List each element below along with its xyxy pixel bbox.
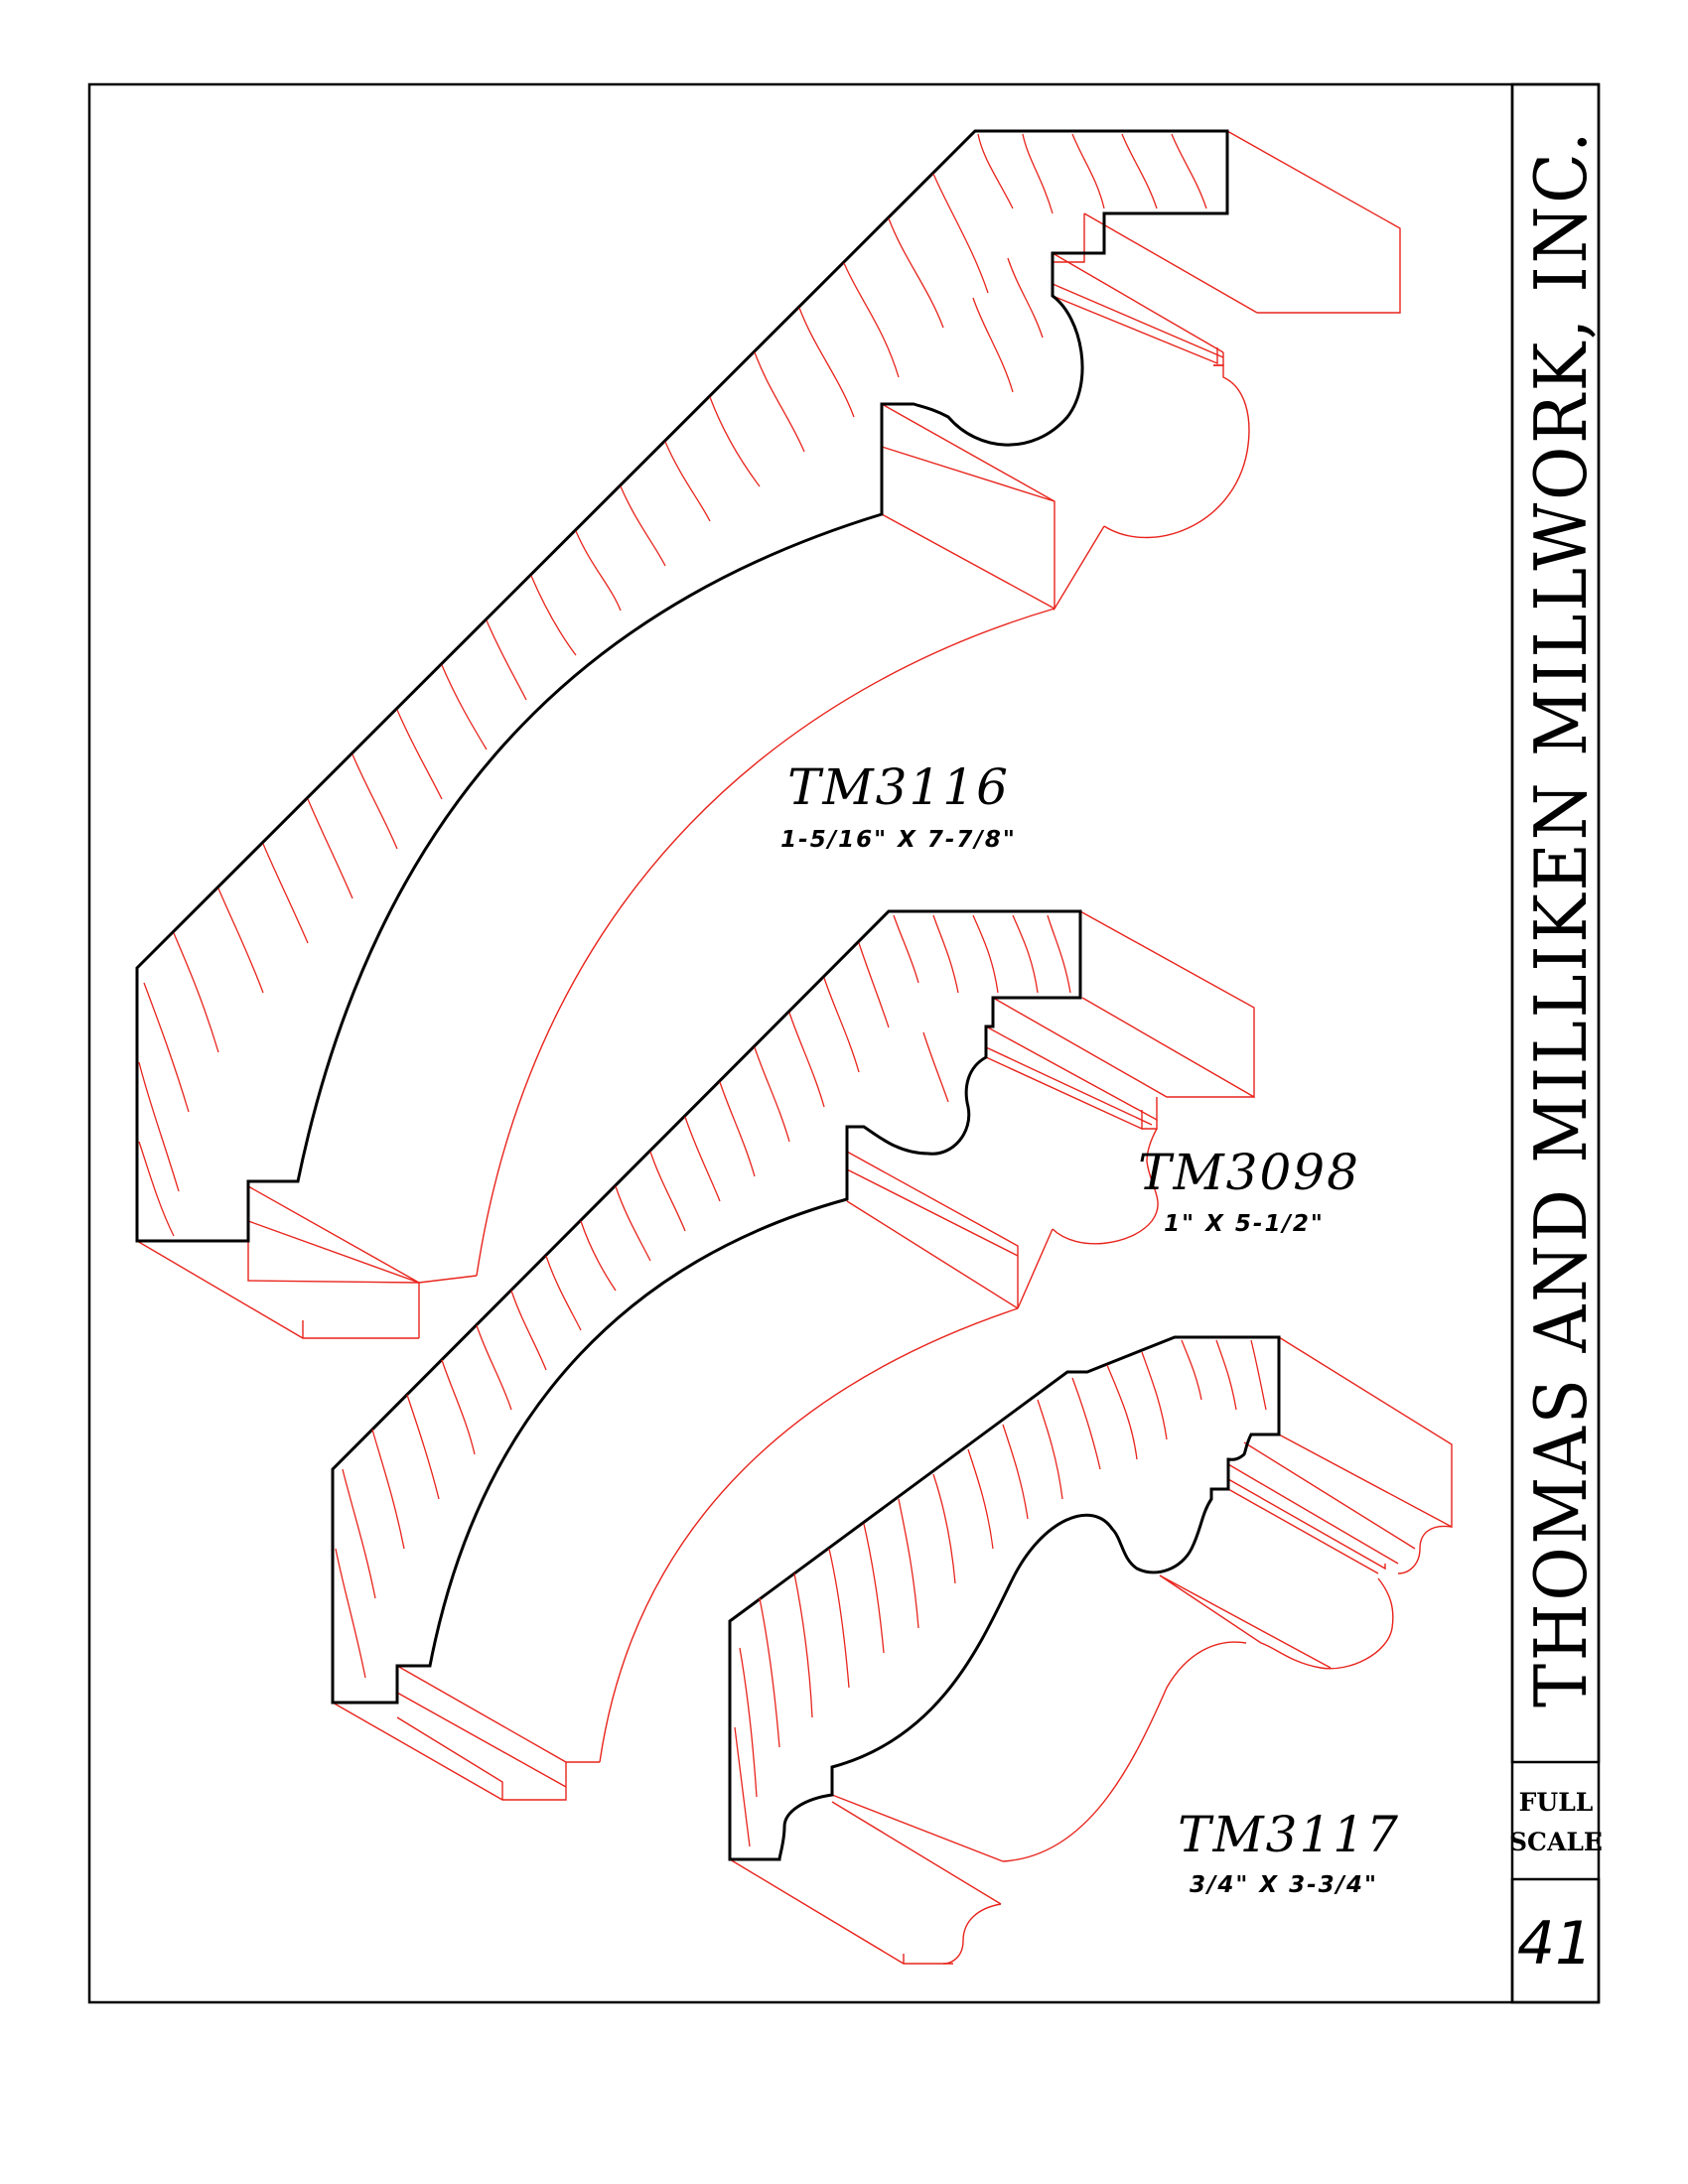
company-name: THOMAS AND MILLIKEN MILLWORK, INC. (1519, 129, 1603, 1707)
profile-tm3116-grain (138, 133, 1207, 1237)
profile-tm3117-extrusion (729, 1336, 1453, 1965)
profile-tm3098: TM3098 1" X 5-1/2" (331, 909, 1360, 1801)
profile-tm3116: TM3116 1-5/16" X 7-7/8" (135, 129, 1401, 1339)
profile-tm3116-model: TM3116 (787, 758, 1010, 816)
profile-tm3117-section (728, 1335, 1281, 1861)
profile-tm3098-section (331, 909, 1082, 1705)
profile-tm3116-section (135, 129, 1229, 1243)
profile-tm3116-extrusion (136, 130, 1401, 1339)
profile-tm3117: TM3117 3/4" X 3-3/4" (728, 1335, 1453, 1965)
profile-tm3098-extrusion (332, 910, 1255, 1801)
page-number-box (1510, 1877, 1601, 2004)
scale-label-full: FULL (1519, 1788, 1594, 1817)
page-number: 41 (1517, 1909, 1593, 1979)
profile-tm3117-model: TM3117 (1178, 1806, 1400, 1863)
profile-tm3098-model: TM3098 (1138, 1144, 1360, 1201)
scale-label-scale: SCALE (1509, 1828, 1603, 1856)
title-box (1510, 82, 1601, 1764)
profile-tm3117-grain (734, 1339, 1267, 1847)
profile-tm3116-dimensions: 1-5/16" X 7-7/8" (780, 827, 1017, 853)
profile-tm3098-grain (335, 914, 1071, 1679)
page-border (87, 82, 1601, 2004)
profile-tm3098-dimensions: 1" X 5-1/2" (1164, 1211, 1325, 1237)
profile-tm3117-dimensions: 3/4" X 3-3/4" (1190, 1872, 1378, 1898)
